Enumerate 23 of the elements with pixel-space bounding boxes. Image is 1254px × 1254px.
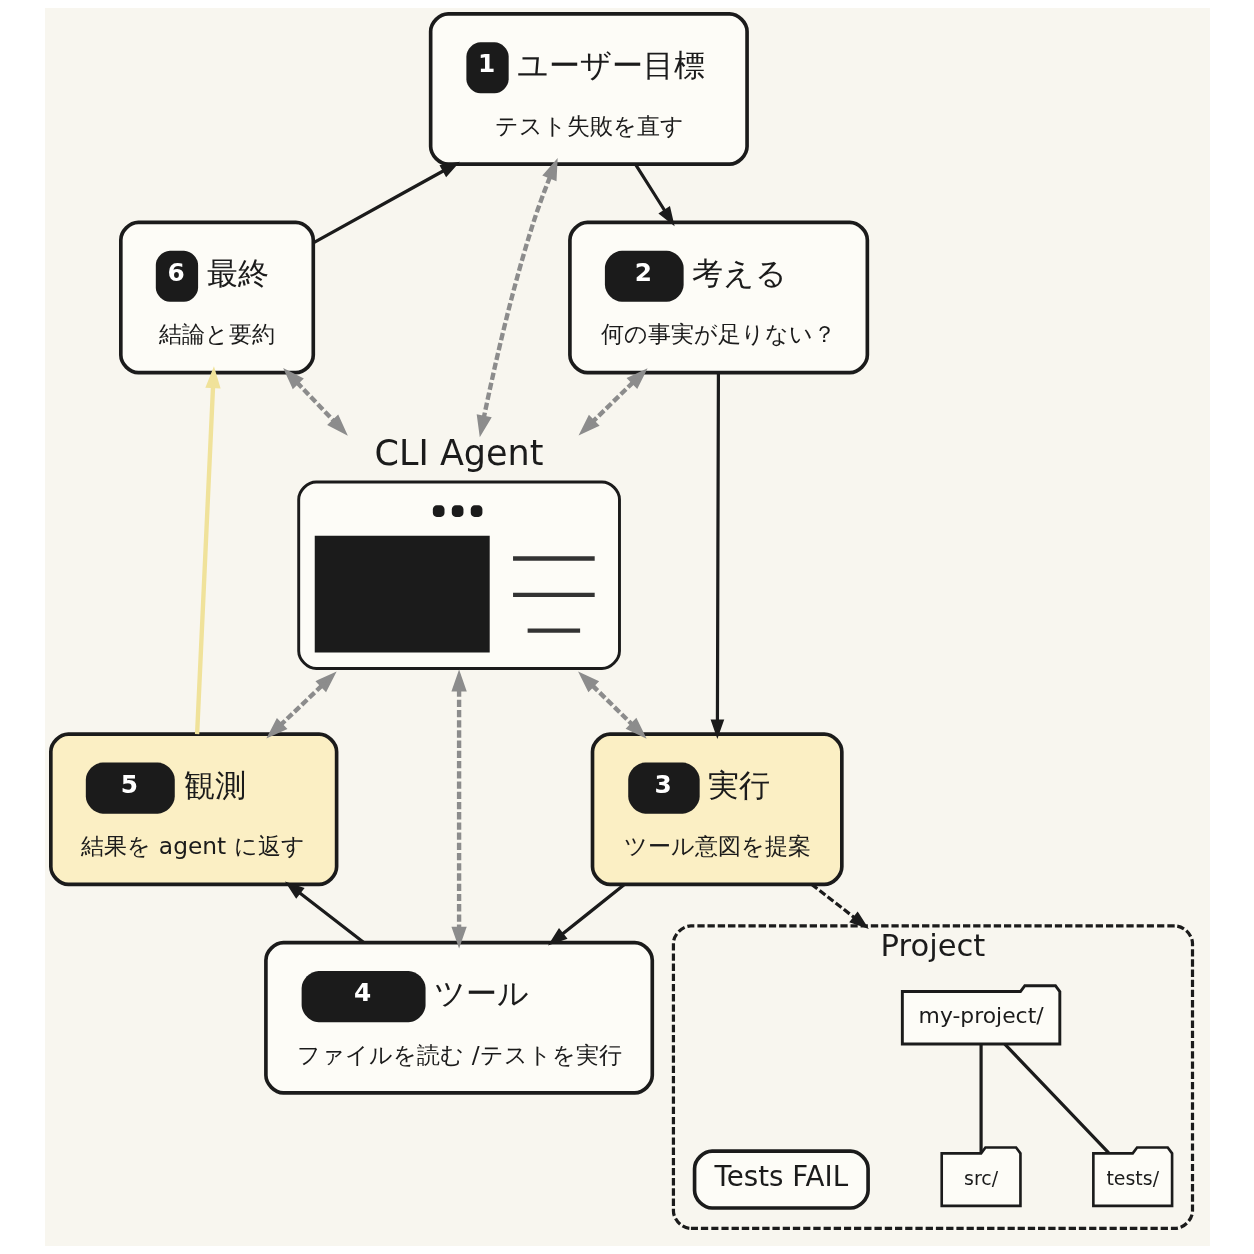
node-box: 3 実行 ツール意図を提案	[590, 732, 844, 887]
node-box: 1 ユーザー目標 テスト失敗を直す	[428, 12, 749, 166]
arrow	[577, 671, 647, 739]
arrow	[810, 883, 869, 929]
arrow	[476, 158, 558, 438]
arrow	[284, 881, 365, 944]
node-box: 2 考える 何の事実が足りない？	[567, 220, 869, 375]
node-box: 5 観測 結果を agent に返す	[48, 732, 338, 887]
arrow	[194, 366, 221, 735]
node-box: 4 ツール ファイルを読む /テストを実行	[263, 940, 654, 1095]
arrow	[450, 669, 467, 949]
connector	[978, 1044, 983, 1153]
arrow	[633, 163, 675, 227]
node-box: 6 最終 結論と要約	[118, 220, 315, 375]
node-box: Tests FAIL	[692, 1149, 870, 1210]
arrow	[578, 368, 648, 436]
connector	[1003, 1042, 1110, 1155]
arrow	[282, 368, 348, 436]
arrow	[710, 372, 724, 739]
node-label: CLI Agent	[374, 432, 543, 473]
arrow	[265, 671, 337, 739]
arrow	[547, 883, 626, 946]
arrow	[312, 161, 460, 244]
